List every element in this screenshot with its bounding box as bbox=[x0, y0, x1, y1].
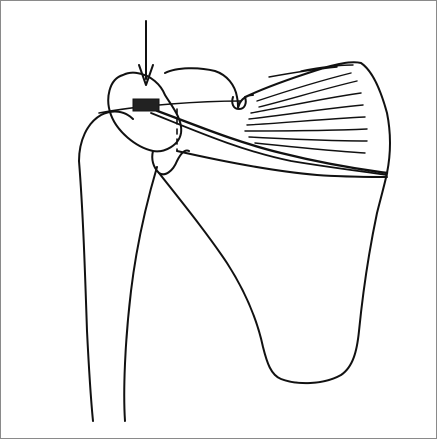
humerus-left-edge bbox=[79, 161, 93, 421]
muscle-belly-outline bbox=[245, 62, 390, 173]
humerus-right-edge bbox=[124, 167, 157, 421]
muscle-fibers bbox=[245, 65, 367, 153]
scapula-lateral-border bbox=[159, 173, 387, 383]
scapular-spine-edge bbox=[177, 151, 387, 177]
glenoid-outline bbox=[152, 150, 189, 174]
injection-site-marker bbox=[133, 99, 159, 111]
